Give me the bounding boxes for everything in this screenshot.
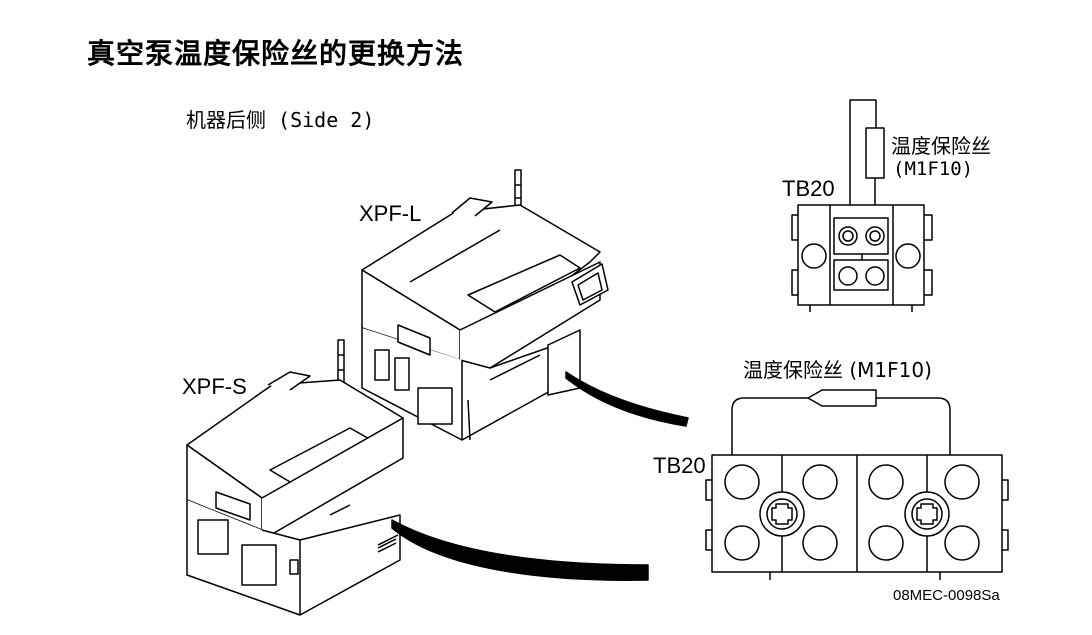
page-title: 真空泵温度保险丝的更换方法 (87, 37, 465, 70)
view-label: 机器后侧 (Side 2) (186, 108, 375, 132)
fuse-top-name: 温度保险丝 (891, 134, 991, 158)
machine-xpf-s (186, 339, 404, 616)
figure-id: 08MEC-0098Sa (893, 587, 1000, 604)
leader-top (565, 371, 689, 427)
terminal-block-detail (705, 389, 1009, 580)
fuse-top-code: (M1F10) (893, 158, 974, 180)
machine-xpf-l-label: XPF-L (359, 201, 422, 226)
machine-xpf-s-label: XPF-S (182, 374, 247, 399)
machine-xpf-l (361, 169, 609, 441)
leader-bottom (391, 519, 649, 581)
fuse-detail-caption: 温度保险丝 (M1F10) (743, 358, 932, 382)
terminal-block-detail-label: TB20 (653, 453, 706, 478)
terminal-block-top (791, 99, 933, 312)
terminal-block-top-label: TB20 (782, 176, 835, 201)
